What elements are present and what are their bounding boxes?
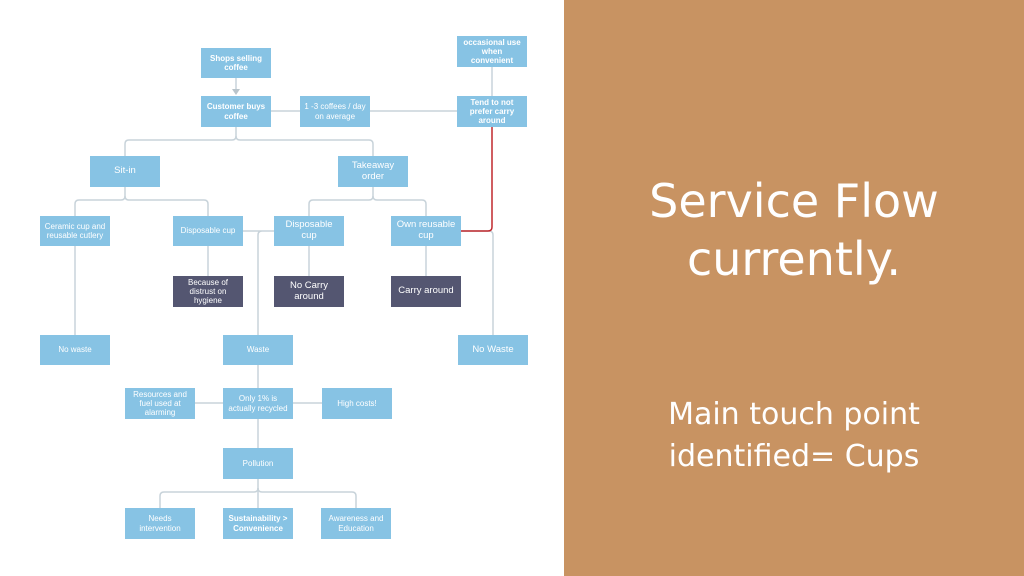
diagram-area: Shops selling coffee Customer buys coffe… — [40, 36, 528, 539]
node-disposable-takeaway: Disposable cup — [274, 216, 344, 246]
node-resources: Resources and fuel used at alarming — [125, 388, 195, 419]
connector-own-nowaste — [461, 230, 494, 335]
node-pollution: Pollution — [223, 448, 293, 479]
title-panel: Service Flow currently. Main touch point… — [564, 0, 1024, 576]
node-disposable-sitin: Disposable cup — [173, 216, 243, 246]
connector-pollution-awareness — [257, 487, 357, 508]
connector-takeaway-own — [372, 195, 427, 216]
node-coffees-per-day: 1 -3 coffees / day on average — [300, 96, 370, 127]
node-shops: Shops selling coffee — [201, 48, 271, 78]
connector-lines — [74, 67, 494, 508]
highlight-connector-own-prefer — [461, 127, 493, 232]
connector-sitin-ceramic — [74, 187, 126, 216]
arrowhead — [232, 89, 240, 95]
node-no-carry: No Carry around — [274, 276, 344, 307]
node-ceramic: Ceramic cup and reusable cutlery — [40, 216, 110, 246]
node-recycled: Only 1% is actually recycled — [223, 388, 293, 419]
connector-customer-takeaway — [235, 135, 374, 156]
node-distrust: Because of distrust on hygiene — [173, 276, 243, 307]
node-needs-intervention: Needs intervention — [125, 508, 195, 539]
node-sustainability: Sustainability > Convenience — [223, 508, 293, 539]
node-occasional: occasional use when convenient — [457, 36, 527, 67]
node-no-waste-right: No Waste — [458, 335, 528, 365]
connector-sitin-disposable-waste — [243, 230, 263, 335]
connector-takeaway-disposable — [308, 187, 374, 216]
node-waste: Waste — [223, 335, 293, 365]
panel-subtitle-line1: Main touch point — [668, 397, 920, 432]
node-sit-in: Sit-in — [90, 156, 160, 187]
node-prefer-not-carry: Tend to not prefer carry around — [457, 96, 527, 127]
connector-pollution-needs — [159, 479, 259, 508]
node-carry-around: Carry around — [391, 276, 461, 307]
node-customer: Customer buys coffee — [201, 96, 271, 127]
panel-title-line1: Service Flow — [649, 174, 939, 228]
panel-subtitle: Main touch point identified= Cups — [564, 394, 1024, 478]
panel-subtitle-line2: identified= Cups — [668, 439, 920, 474]
node-awareness: Awareness and Education — [321, 508, 391, 539]
connector-customer-sitin — [124, 127, 237, 156]
node-takeaway: Takeaway order — [338, 156, 408, 187]
panel-title: Service Flow currently. — [564, 172, 1024, 288]
node-own-reusable: Own reusable cup — [391, 216, 461, 246]
connector-sitin-disposable — [124, 195, 209, 216]
node-no-waste-left: No waste — [40, 335, 110, 365]
panel-title-line2: currently. — [686, 232, 901, 286]
node-high-costs: High costs! — [322, 388, 392, 419]
